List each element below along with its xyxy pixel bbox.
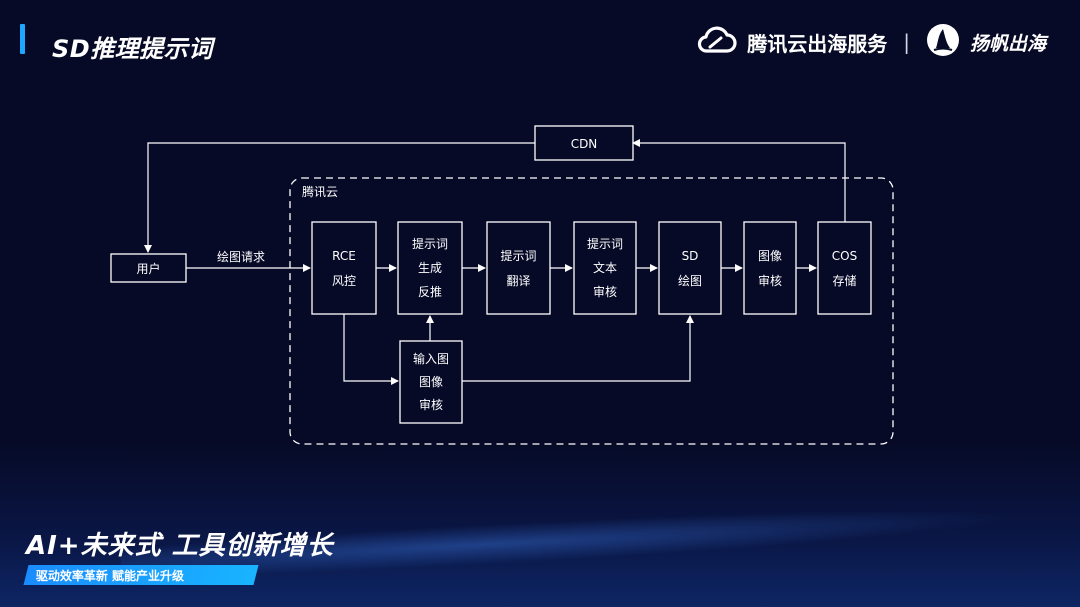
node-cos-line1: COS: [832, 249, 857, 263]
node-prompt-translate-line2: 翻译: [506, 274, 530, 288]
brand-subtitle: 扬帆出海: [969, 32, 1046, 55]
node-prompt-generate-line2: 生成: [418, 261, 442, 275]
cloud-group-label: 腾讯云: [302, 184, 338, 199]
cloud-group-frame: [289, 177, 894, 445]
edge-label-request: 绘图请求: [217, 249, 265, 264]
node-sd-draw-line1: SD: [682, 249, 699, 263]
edge-input-review-to-sd: [462, 315, 694, 382]
node-user-label: 用户: [136, 261, 160, 276]
node-prompt-generate-line1: 提示词: [412, 236, 448, 251]
node-prompt-generate-line3: 反推: [418, 285, 442, 299]
node-image-review-line1: 图像: [758, 249, 782, 263]
edge-cos-to-cdn: [632, 139, 846, 222]
node-cos-line2: 存储: [832, 273, 856, 288]
title-accent-bar: [20, 24, 25, 54]
node-user: 用户: [110, 253, 187, 283]
brand-header: 腾讯云出海服务 | 扬帆出海: [697, 24, 1046, 60]
node-image-review-line2: 审核: [758, 273, 782, 288]
sail-logo-icon: [926, 23, 960, 61]
node-prompt-generate: 提示词 生成 反推: [397, 221, 463, 315]
node-prompt-translate-line1: 提示词: [500, 248, 536, 263]
node-sd-draw: SD 绘图: [658, 221, 722, 315]
cloud-logo-icon: [697, 25, 737, 59]
node-input-review-line2: 图像: [419, 375, 443, 389]
node-rce-line1: RCE: [332, 249, 356, 263]
node-prompt-review-line1: 提示词: [587, 236, 623, 251]
node-rce: RCE 风控: [311, 221, 377, 315]
node-prompt-review-line2: 文本: [593, 260, 617, 275]
edge-rce-to-input-review: [343, 314, 399, 385]
brand-separator: |: [903, 30, 910, 54]
node-cdn-label: CDN: [571, 137, 598, 151]
brand-name: 腾讯云出海服务: [747, 31, 888, 56]
node-prompt-review-line3: 审核: [593, 284, 617, 299]
node-input-image-review: 输入图 图像 审核: [399, 340, 463, 424]
node-cos-storage: COS 存储: [817, 221, 872, 315]
node-prompt-translate: 提示词 翻译: [486, 221, 551, 315]
footer-tagline-banner: 驱动效率革新 赋能产业升级: [23, 565, 259, 585]
page-title: SD推理提示词: [52, 35, 213, 63]
footer-tagline-text: 驱动效率革新 赋能产业升级: [36, 568, 185, 583]
edge-cdn-to-user: [144, 142, 535, 253]
node-input-review-line1: 输入图: [413, 351, 449, 366]
node-cdn: CDN: [534, 125, 634, 161]
footer-slogan: AI+未来式 工具创新增长: [26, 531, 334, 561]
node-rce-line2: 风控: [332, 274, 356, 288]
node-image-review: 图像 审核: [743, 221, 797, 315]
node-input-review-line3: 审核: [419, 397, 443, 412]
node-sd-draw-line2: 绘图: [678, 273, 702, 288]
node-prompt-review: 提示词 文本 审核: [573, 221, 637, 315]
